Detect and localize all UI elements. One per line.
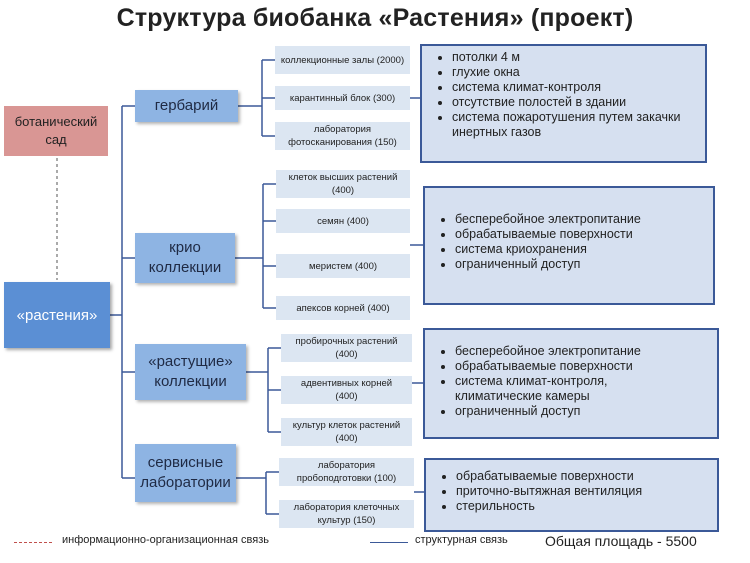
item-herbarium-1: коллекционные залы (2000): [275, 46, 410, 74]
item-cryo-1: клеток высших растений (400): [276, 170, 410, 198]
item-cryo-3: меристем (400): [276, 254, 410, 278]
req-item: ограниченный доступ: [455, 404, 709, 419]
requirements-herbarium: потолки 4 м глухие окна система климат-к…: [420, 44, 707, 163]
req-item: бесперебойное электропитание: [455, 212, 705, 227]
req-item: ограниченный доступ: [455, 257, 705, 272]
req-item: обрабатываемые поверхности: [456, 469, 709, 484]
req-item: обрабатываемые поверхности: [455, 359, 709, 374]
req-item: бесперебойное электропитание: [455, 344, 709, 359]
item-service-1: лаборатория пробоподготовки (100): [279, 458, 414, 486]
req-item: приточно-вытяжная вентиляция: [456, 484, 709, 499]
total-area: Общая площадь - 5500: [545, 533, 697, 549]
item-herbarium-3: лаборатория фотосканирования (150): [275, 122, 410, 150]
item-growing-2: адвентивных корней (400): [281, 376, 412, 404]
req-item: отсутствие полостей в здании: [452, 95, 697, 110]
category-herbarium: гербарий: [135, 90, 238, 122]
requirements-growing: бесперебойное электропитание обрабатывае…: [423, 328, 719, 439]
legend-dashed-line: [14, 542, 52, 543]
item-cryo-2: семян (400): [276, 209, 410, 233]
botanic-garden-box: ботанический сад: [4, 106, 108, 156]
req-item: глухие окна: [452, 65, 697, 80]
item-herbarium-2: карантинный блок (300): [275, 86, 410, 110]
diagram-title: Структура биобанка «Растения» (проект): [116, 4, 634, 32]
legend-info-link: информационно-организационная связь: [62, 534, 269, 546]
category-cryo: крио коллекции: [135, 233, 235, 283]
req-item: система климат-контроля: [452, 80, 697, 95]
legend-structural-link: структурная связь: [415, 534, 508, 546]
item-growing-3: культур клеток растений (400): [281, 418, 412, 446]
root-plants-box: «растения»: [4, 282, 110, 348]
item-cryo-4: апексов корней (400): [276, 296, 410, 320]
req-item: стерильность: [456, 499, 709, 514]
item-service-2: лаборатория клеточных культур (150): [279, 500, 414, 528]
req-item: система пожаротушения путем закачки инер…: [452, 110, 697, 140]
category-service: сервисные лаборатории: [135, 444, 236, 502]
req-item: система климат-контроля, климатические к…: [455, 374, 640, 404]
req-item: система криохранения: [455, 242, 705, 257]
category-growing: «растущие» коллекции: [135, 344, 246, 400]
requirements-cryo: бесперебойное электропитание обрабатывае…: [423, 186, 715, 305]
requirements-service: обрабатываемые поверхности приточно-вытя…: [424, 458, 719, 532]
req-item: обрабатываемые поверхности: [455, 227, 705, 242]
item-growing-1: пробирочных растений (400): [281, 334, 412, 362]
legend-solid-line: [370, 542, 408, 543]
req-item: потолки 4 м: [452, 50, 697, 65]
